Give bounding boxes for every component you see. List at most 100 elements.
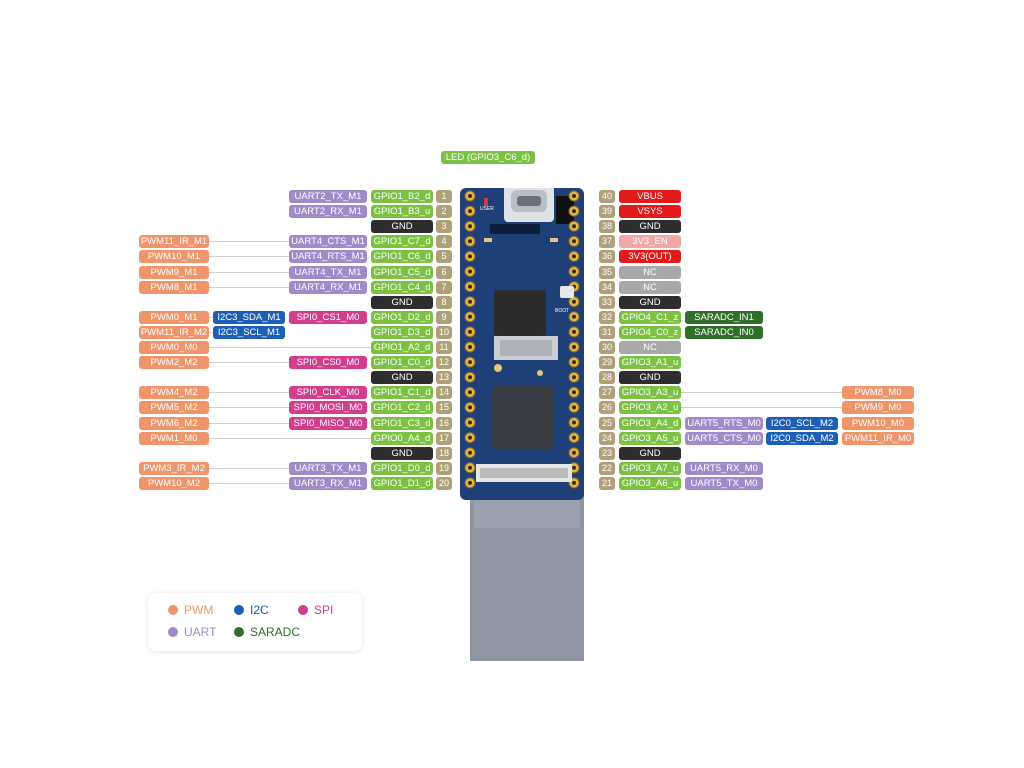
pin-tag-24-1: I2C0_SDA_M2 [766,431,838,445]
pin-tag-9-1: I2C3_SDA_M1 [213,310,285,324]
pin-gpio-11: GPIO1_A2_d [371,341,433,354]
pin-tag-15-0: SPI0_MOSI_M0 [289,401,367,415]
led-label: LED (GPIO3_C6_d) [441,151,535,164]
pin-number-23: 23 [599,446,615,460]
pin-tag-9-2: PWM0_M1 [139,310,209,324]
legend-dot-icon [298,605,308,615]
legend-item-uart: UART [168,625,216,639]
pin-tag-10-1: PWM11_IR_M2 [139,325,209,339]
pin-number-10: 10 [436,325,452,339]
pin-number-29: 29 [599,356,615,370]
board-pad-hole [572,435,576,440]
pin-gpio-6: GPIO1_C5_d [371,265,433,279]
legend-item-pwm: PWM [168,603,213,617]
board-pad-hole [468,450,472,455]
pin-tag-5-1: PWM10_M1 [139,250,209,264]
board-pad-hole [468,360,472,365]
pin-tag-24-2: PWM11_IR_M0 [842,431,914,445]
pin-tag-11-0: PWM0_M0 [139,341,209,354]
board-user-text: USER [480,206,494,212]
pin-gpio-14: GPIO1_C1_d [371,386,433,400]
pin-tag-25-0: UART5_RTS_M0 [685,416,763,430]
legend-dot-icon [234,605,244,615]
connector-line [209,256,289,258]
pin-gpio-5: GPIO1_C6_d [371,250,433,264]
board-pad-hole [572,480,576,485]
pin-tag-9-0: SPI0_CS1_M0 [289,310,367,324]
connector-line [681,407,842,409]
pin-number-21: 21 [599,476,615,490]
pin-gpio-15: GPIO1_C2_d [371,401,433,415]
board-pad-hole [572,194,576,198]
pin-tag-14-1: PWM4_M2 [139,386,209,400]
connector-line [209,241,289,243]
pin-number-11: 11 [436,341,452,354]
pin-number-7: 7 [436,280,452,294]
pin-number-35: 35 [599,265,615,279]
connector-line [209,407,289,409]
pin-tag-17-0: PWM1_M0 [139,431,209,445]
legend-label: PWM [184,603,214,617]
connector-line [681,392,842,394]
connector-line [209,347,371,348]
pin-tag-5-0: UART4_RTS_M1 [289,250,367,264]
board-pad-hole [468,435,472,440]
connector-line [209,422,289,424]
pin-tag-27-0: PWM8_M0 [842,386,914,400]
pin-tag-1-0: UART2_TX_M1 [289,190,367,203]
pin-gpio-20: GPIO1_D1_d [371,476,433,490]
pin-gpio-9: GPIO1_D2_d [371,310,433,324]
pin-number-19: 19 [436,461,452,475]
pin-tag-14-0: SPI0_CLK_M0 [289,386,367,400]
pin-gpio-27: GPIO3_A3_u [619,386,681,400]
board-pad-hole [572,329,576,334]
pin-number-17: 17 [436,431,452,445]
pin-gpio-37: 3V3_EN [619,235,681,249]
pin-gpio-30: NC [619,341,681,354]
board-pad-hole [468,420,472,425]
pin-tag-19-1: PWM3_IR_M2 [139,461,209,475]
pin-number-8: 8 [436,295,452,309]
board-pad-hole [468,209,472,214]
pin-tag-15-1: PWM5_M2 [139,401,209,415]
board-pad-hole [572,254,576,259]
connector-line [209,331,213,333]
board-pad-hole [468,284,472,289]
pin-gpio-3: GND [371,220,433,234]
board-pad-hole [468,224,472,229]
pin-number-22: 22 [599,461,615,475]
legend-label: SARADC [250,625,301,639]
pin-number-2: 2 [436,205,452,219]
pin-gpio-19: GPIO1_D0_d [371,461,433,475]
pin-gpio-8: GND [371,295,433,309]
pin-number-14: 14 [436,386,452,400]
connector-line [209,482,289,484]
pin-gpio-40: VBUS [619,190,681,203]
board-pad-hole [468,314,472,319]
board-pad-hole [468,405,472,410]
board-pad-hole [572,465,576,470]
legend-dot-icon [234,627,244,637]
connector-line [209,392,289,394]
pin-gpio-4: GPIO1_C7_d [371,235,433,249]
pin-number-37: 37 [599,235,615,249]
pin-tag-32-0: SARADC_IN1 [685,310,763,324]
pin-tag-2-0: UART2_RX_M1 [289,205,367,219]
pin-number-34: 34 [599,280,615,294]
pin-gpio-22: GPIO3_A7_u [619,461,681,475]
pin-number-39: 39 [599,205,615,219]
pin-tag-4-1: PWM11_IR_M1 [139,235,209,249]
pin-tag-19-0: UART3_TX_M1 [289,461,367,475]
board-pad-hole [468,465,472,470]
pin-gpio-2: GPIO1_B3_u [371,205,433,219]
pin-number-3: 3 [436,220,452,234]
pin-tag-25-1: I2C0_SCL_M2 [766,416,838,430]
board-pad-hole [468,375,472,380]
soc-chip [492,386,554,450]
board-pad-hole [572,269,576,274]
pin-gpio-34: NC [619,280,681,294]
pin-number-30: 30 [599,341,615,354]
pin-tag-31-0: SARADC_IN0 [685,325,763,339]
pin-tag-12-0: SPI0_CS0_M0 [289,356,367,370]
pin-gpio-21: GPIO3_A6_u [619,476,681,490]
